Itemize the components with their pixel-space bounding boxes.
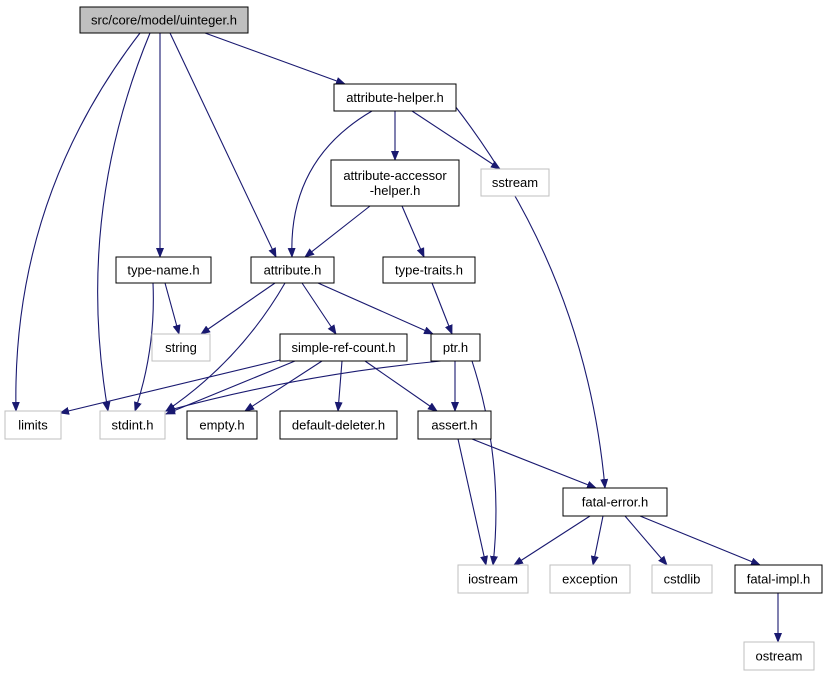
node-label-stdint: stdint.h — [112, 418, 154, 433]
edge-attribute-to-string — [200, 282, 276, 335]
node-string: string — [151, 333, 211, 362]
edge-attribute-accessor-helper-to-type-traits — [401, 205, 425, 258]
edge-assert-to-fatal-error — [471, 438, 597, 489]
node-label-type-name: type-name.h — [127, 263, 199, 278]
node-box-string — [151, 333, 211, 362]
node-box-stdint — [99, 410, 166, 440]
node-box-limits — [4, 410, 62, 440]
node-simple-ref-count[interactable]: simple-ref-count.h — [279, 333, 408, 362]
node-box-sstream — [480, 168, 550, 197]
edges-layer — [11, 32, 782, 643]
node-label-fatal-error: fatal-error.h — [582, 495, 648, 510]
node-box-fatal-error — [562, 487, 668, 517]
node-box-attribute — [250, 256, 335, 284]
node-limits: limits — [4, 410, 62, 440]
node-box-cstdlib — [651, 564, 713, 594]
edge-simple-ref-count-to-default-deleter — [334, 360, 343, 412]
edge-attribute-helper-to-fatal-error — [454, 105, 609, 489]
node-default-deleter[interactable]: default-deleter.h — [279, 410, 398, 440]
node-fatal-impl[interactable]: fatal-impl.h — [734, 564, 823, 594]
node-label-string: string — [165, 340, 197, 355]
edge-fatal-error-to-iostream — [513, 515, 591, 566]
node-type-name[interactable]: type-name.h — [115, 256, 212, 284]
node-iostream: iostream — [457, 564, 529, 594]
edge-type-name-to-string — [164, 282, 181, 335]
node-box-default-deleter — [279, 410, 398, 440]
node-assert[interactable]: assert.h — [417, 410, 492, 440]
node-box-ptr — [430, 333, 481, 362]
edge-uinteger-to-attribute — [169, 32, 277, 258]
edge-uinteger-to-attribute-helper — [204, 32, 346, 85]
node-box-simple-ref-count — [279, 333, 408, 362]
node-box-assert — [417, 410, 492, 440]
edge-fatal-error-to-cstdlib — [624, 515, 668, 566]
node-type-traits[interactable]: type-traits.h — [382, 256, 476, 284]
edge-attribute-to-simple-ref-count — [301, 282, 337, 335]
node-label-empty: empty.h — [199, 418, 244, 433]
edge-type-traits-to-ptr — [431, 282, 453, 335]
node-ostream: ostream — [743, 641, 815, 671]
node-box-attribute-accessor-helper — [330, 159, 460, 207]
node-label-uinteger: src/core/model/uinteger.h — [91, 13, 237, 28]
node-box-uinteger — [79, 6, 249, 34]
node-label-default-deleter: default-deleter.h — [292, 418, 385, 433]
edge-fatal-error-to-fatal-impl — [639, 515, 761, 566]
node-label-type-traits: type-traits.h — [395, 263, 463, 278]
node-stdint: stdint.h — [99, 410, 166, 440]
node-label-attribute: attribute.h — [264, 263, 322, 278]
node-box-type-name — [115, 256, 212, 284]
node-label-attribute-helper: attribute-helper.h — [346, 90, 444, 105]
node-label-ptr: ptr.h — [443, 340, 468, 355]
node-ptr[interactable]: ptr.h — [430, 333, 481, 362]
node-box-fatal-impl — [734, 564, 823, 594]
node-fatal-error[interactable]: fatal-error.h — [562, 487, 668, 517]
node-label-fatal-impl: fatal-impl.h — [747, 572, 811, 587]
edge-fatal-error-to-exception — [590, 515, 604, 566]
node-attribute-helper[interactable]: attribute-helper.h — [333, 83, 457, 112]
node-label-limits: limits — [18, 418, 48, 433]
edge-simple-ref-count-to-limits — [59, 359, 281, 415]
edge-attribute-to-stdint — [165, 282, 286, 412]
node-label-assert: assert.h — [431, 418, 477, 433]
node-box-empty — [186, 410, 258, 440]
node-empty[interactable]: empty.h — [186, 410, 258, 440]
node-box-attribute-helper — [333, 83, 457, 112]
node-label-sstream: sstream — [492, 175, 538, 190]
node-exception: exception — [549, 564, 631, 594]
node-box-exception — [549, 564, 631, 594]
edge-simple-ref-count-to-empty — [244, 360, 323, 412]
node-attribute[interactable]: attribute.h — [250, 256, 335, 284]
node-label-cstdlib: cstdlib — [664, 572, 701, 587]
node-box-ostream — [743, 641, 815, 671]
node-uinteger[interactable]: src/core/model/uinteger.h — [79, 6, 249, 34]
edge-uinteger-to-stdint — [97, 32, 151, 412]
edge-attribute-accessor-helper-to-attribute — [304, 205, 371, 258]
node-box-type-traits — [382, 256, 476, 284]
node-label-ostream: ostream — [756, 649, 803, 664]
edge-ptr-to-iostream — [471, 360, 498, 566]
edge-attribute-to-ptr — [317, 282, 434, 335]
node-label-exception: exception — [562, 572, 618, 587]
edge-assert-to-iostream — [457, 438, 488, 566]
node-attribute-accessor-helper[interactable]: attribute-accessor-helper.h — [330, 159, 460, 207]
node-label-iostream: iostream — [468, 572, 518, 587]
edge-type-name-to-stdint — [134, 282, 154, 412]
node-label-attribute-accessor-helper: attribute-accessor — [343, 168, 447, 183]
node-label-attribute-accessor-helper: -helper.h — [370, 183, 421, 198]
node-box-iostream — [457, 564, 529, 594]
nodes-layer: src/core/model/uinteger.h attribute-helpe… — [4, 6, 823, 671]
node-label-simple-ref-count: simple-ref-count.h — [291, 340, 395, 355]
edge-simple-ref-count-to-assert — [364, 360, 438, 412]
edge-uinteger-to-limits — [11, 32, 141, 412]
edge-attribute-helper-to-attribute — [287, 110, 373, 258]
node-sstream: sstream — [480, 168, 550, 197]
node-cstdlib: cstdlib — [651, 564, 713, 594]
edge-ptr-to-stdint — [165, 360, 442, 413]
edge-attribute-helper-to-sstream — [411, 110, 501, 170]
